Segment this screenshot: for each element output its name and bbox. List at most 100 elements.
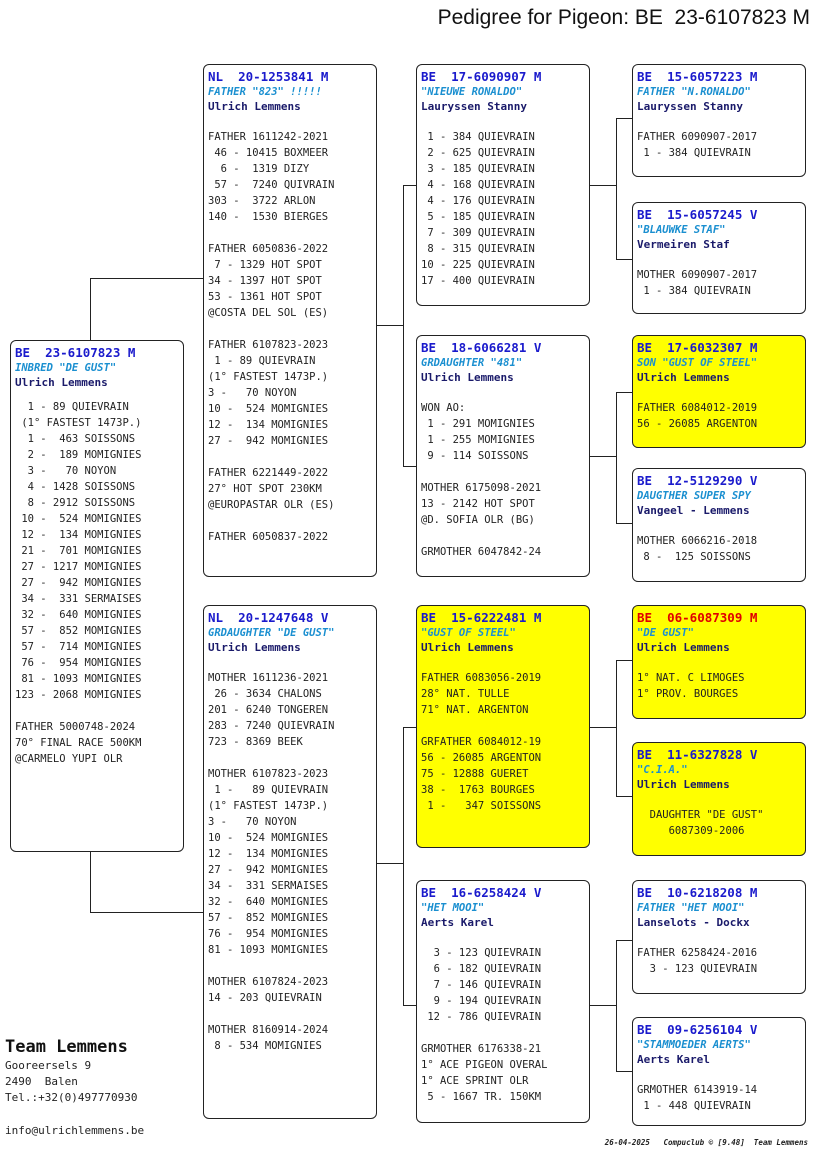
- connector-line: [376, 325, 404, 326]
- connector-line: [589, 1005, 617, 1006]
- connector-line: [403, 185, 417, 186]
- pigeon-card-ggp-fm-mother[interactable]: BE 12-5129290 V DAUGTHER SUPER SPY Vange…: [632, 468, 806, 582]
- pigeon-card-ggp-fm-father[interactable]: BE 17-6032307 M SON "GUST OF STEEL" Ulri…: [632, 335, 806, 448]
- connector-line: [403, 185, 404, 467]
- connector-line: [403, 727, 417, 728]
- pigeon-results: 3 - 123 QUIEVRAIN 6 - 182 QUIEVRAIN 7 - …: [421, 947, 548, 1103]
- pigeon-nickname: DAUGTHER SUPER SPY: [637, 490, 751, 502]
- connector-line: [589, 727, 617, 728]
- pigeon-results: WON AO: 1 - 291 MOMIGNIES 1 - 255 MOMIGN…: [421, 402, 542, 558]
- pigeon-owner: Lauryssen Stanny: [637, 100, 743, 113]
- pigeon-owner: Ulrich Lemmens: [637, 778, 730, 791]
- pigeon-owner: Ulrich Lemmens: [208, 100, 301, 113]
- connector-line: [616, 940, 617, 1072]
- connector-line: [616, 940, 633, 941]
- connector-line: [90, 278, 91, 340]
- pigeon-results: FATHER 6258424-2016 3 - 123 QUIEVRAIN: [637, 947, 758, 975]
- pigeon-owner: Vermeiren Staf: [637, 238, 730, 251]
- pigeon-card-ggp-mf-mother[interactable]: BE 11-6327828 V "C.I.A." Ulrich Lemmens …: [632, 742, 806, 856]
- team-name: Team Lemmens: [5, 1037, 128, 1057]
- pigeon-owner: Aerts Karel: [637, 1053, 710, 1066]
- pigeon-nickname: "DE GUST": [637, 627, 694, 639]
- pigeon-id: BE 15-6222481 M: [421, 610, 542, 625]
- pigeon-card-maternal-grandmother[interactable]: BE 16-6258424 V "HET MOOI" Aerts Karel 3…: [416, 880, 590, 1123]
- pigeon-results: GRMOTHER 6143919-14 1 - 448 QUIEVRAIN: [637, 1084, 758, 1112]
- connector-line: [589, 185, 617, 186]
- pigeon-owner: Ulrich Lemmens: [421, 371, 514, 384]
- team-contact: Team Lemmens Gooreersels 9 2490 Balen Te…: [5, 1036, 137, 1106]
- connector-line: [616, 392, 633, 393]
- pigeon-results: MOTHER 6090907-2017 1 - 384 QUIEVRAIN: [637, 269, 758, 297]
- team-phone: Tel.:+32(0)497770930: [5, 1091, 138, 1104]
- connector-line: [90, 851, 91, 913]
- connector-line: [616, 259, 633, 260]
- connector-line: [616, 118, 633, 119]
- pigeon-id: BE 18-6066281 V: [421, 340, 542, 355]
- pigeon-results: FATHER 6083056-2019 28° NAT. TULLE 71° N…: [421, 672, 542, 812]
- team-email[interactable]: info@ulrichlemmens.be: [5, 1124, 145, 1137]
- pigeon-card-main[interactable]: BE 23-6107823 M INBRED "DE GUST" Ulrich …: [10, 340, 184, 852]
- team-city: 2490 Balen: [5, 1075, 78, 1088]
- connector-line: [403, 466, 417, 467]
- connector-line: [376, 863, 404, 864]
- pigeon-id: BE 16-6258424 V: [421, 885, 542, 900]
- page-title: Pedigree for Pigeon: BE 23-6107823 M: [437, 6, 810, 29]
- pigeon-nickname: FATHER "HET MOOI": [637, 902, 745, 914]
- pigeon-card-ggp-mm-father[interactable]: BE 10-6218208 M FATHER "HET MOOI" Lansel…: [632, 880, 806, 994]
- pigeon-owner: Ulrich Lemmens: [421, 641, 514, 654]
- connector-line: [403, 727, 404, 1006]
- connector-line: [90, 278, 204, 279]
- pigeon-results: FATHER 6084012-2019 56 - 26085 ARGENTON: [637, 402, 758, 430]
- pigeon-card-paternal-grandmother[interactable]: BE 18-6066281 V GRDAUGHTER "481" Ulrich …: [416, 335, 590, 577]
- pigeon-owner: Vangeel - Lemmens: [637, 504, 750, 517]
- pigeon-nickname: "GUST OF STEEL": [421, 627, 516, 639]
- pigeon-nickname: FATHER "N.RONALDO": [637, 86, 751, 98]
- pigeon-owner: Ulrich Lemmens: [15, 376, 108, 389]
- pigeon-card-ggp-ff-mother[interactable]: BE 15-6057245 V "BLAUWKE STAF" Vermeiren…: [632, 202, 806, 314]
- pigeon-nickname: FATHER "823" !!!!!: [208, 86, 322, 98]
- pigeon-id: NL 20-1253841 M: [208, 69, 329, 84]
- pigeon-card-father[interactable]: NL 20-1253841 M FATHER "823" !!!!! Ulric…: [203, 64, 377, 577]
- pigeon-nickname: "C.I.A.": [637, 764, 688, 776]
- pigeon-id: BE 17-6090907 M: [421, 69, 542, 84]
- team-street: Gooreersels 9: [5, 1059, 92, 1072]
- pigeon-id: NL 20-1247648 V: [208, 610, 329, 625]
- connector-line: [616, 796, 633, 797]
- pigeon-nickname: GRDAUGHTER "481": [421, 357, 523, 369]
- pigeon-results: FATHER 1611242-2021 46 - 10415 BOXMEER 6…: [208, 131, 335, 543]
- pigeon-owner: Ulrich Lemmens: [637, 371, 730, 384]
- pigeon-id: BE 11-6327828 V: [637, 747, 758, 762]
- pigeon-nickname: "BLAUWKE STAF": [637, 224, 726, 236]
- pigeon-id: BE 15-6057223 M: [637, 69, 758, 84]
- pigeon-nickname: "STAMMOEDER AERTS": [637, 1039, 751, 1051]
- pigeon-card-paternal-grandfather[interactable]: BE 17-6090907 M "NIEUWE RONALDO" Lauryss…: [416, 64, 590, 306]
- pigeon-nickname: INBRED "DE GUST": [15, 362, 117, 374]
- pigeon-card-ggp-mm-mother[interactable]: BE 09-6256104 V "STAMMOEDER AERTS" Aerts…: [632, 1017, 806, 1126]
- pigeon-owner: Aerts Karel: [421, 916, 494, 929]
- pigeon-card-ggp-mf-father[interactable]: BE 06-6087309 M "DE GUST" Ulrich Lemmens…: [632, 605, 806, 719]
- connector-line: [616, 660, 633, 661]
- pigeon-id: BE 09-6256104 V: [637, 1022, 758, 1037]
- connector-line: [589, 456, 617, 457]
- pigeon-nickname: SON "GUST OF STEEL": [637, 357, 758, 369]
- pigeon-owner: Ulrich Lemmens: [208, 641, 301, 654]
- pigeon-results: MOTHER 1611236-2021 26 - 3634 CHALONS 20…: [208, 672, 335, 1052]
- connector-line: [616, 523, 633, 524]
- pigeon-id: BE 06-6087309 M: [637, 610, 758, 625]
- connector-line: [616, 660, 617, 797]
- pigeon-results: 1 - 89 QUIEVRAIN (1° FASTEST 1473P.) 1 -…: [15, 401, 142, 765]
- connector-line: [616, 392, 617, 524]
- pigeon-id: BE 10-6218208 M: [637, 885, 758, 900]
- pigeon-card-mother[interactable]: NL 20-1247648 V GRDAUGHTER "DE GUST" Ulr…: [203, 605, 377, 1119]
- pigeon-id: BE 23-6107823 M: [15, 345, 136, 360]
- pigeon-results: 1 - 384 QUIEVRAIN 2 - 625 QUIEVRAIN 3 - …: [421, 131, 535, 287]
- connector-line: [90, 912, 204, 913]
- pigeon-results: FATHER 6090907-2017 1 - 384 QUIEVRAIN: [637, 131, 758, 159]
- pigeon-owner: Lauryssen Stanny: [421, 100, 527, 113]
- pigeon-id: BE 15-6057245 V: [637, 207, 758, 222]
- connector-line: [616, 118, 617, 260]
- pigeon-card-ggp-ff-father[interactable]: BE 15-6057223 M FATHER "N.RONALDO" Laury…: [632, 64, 806, 177]
- pigeon-nickname: GRDAUGHTER "DE GUST": [208, 627, 335, 639]
- pigeon-card-maternal-grandfather[interactable]: BE 15-6222481 M "GUST OF STEEL" Ulrich L…: [416, 605, 590, 848]
